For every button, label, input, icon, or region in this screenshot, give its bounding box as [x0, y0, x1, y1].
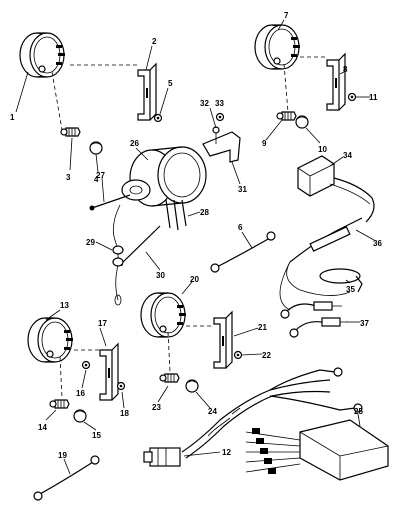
callout-29: 29 — [86, 238, 95, 247]
callout-34: 34 — [343, 151, 352, 160]
callout-33: 33 — [215, 99, 224, 108]
callout-17: 17 — [98, 319, 107, 328]
callout-24: 24 — [208, 407, 217, 416]
callout-8: 8 — [343, 65, 348, 74]
mount-bracket-31 — [202, 126, 241, 163]
lamp-boot-10 — [295, 115, 309, 129]
callout-3: 3 — [66, 173, 71, 182]
callout-30: 30 — [156, 271, 165, 280]
callout-1: 1 — [10, 113, 15, 122]
callout-10: 10 — [318, 145, 327, 154]
gauge-20 — [140, 292, 187, 338]
lamp-boot-4 — [89, 141, 103, 155]
leader-dash — [167, 325, 214, 373]
gauge-1 — [19, 32, 66, 78]
lamp-socket-14 — [49, 399, 70, 409]
callout-6: 6 — [238, 223, 243, 232]
nut-11 — [347, 92, 357, 102]
callout-25: 25 — [354, 407, 363, 416]
callout-14: 14 — [38, 423, 47, 432]
leader-lines — [15, 19, 375, 475]
callout-36: 36 — [373, 239, 382, 248]
callout-5: 5 — [168, 79, 173, 88]
callout-9: 9 — [262, 139, 267, 148]
callout-15: 15 — [92, 431, 101, 440]
callout-18: 18 — [120, 409, 129, 418]
nut-18 — [116, 381, 126, 391]
callout-37: 37 — [360, 319, 369, 328]
callout-19: 19 — [58, 451, 67, 460]
nut-33 — [215, 112, 225, 122]
screw-27 — [89, 194, 131, 211]
callout-12: 12 — [222, 448, 231, 457]
callout-35: 35 — [346, 285, 355, 294]
connector-37 — [280, 301, 348, 338]
leader-dash — [283, 56, 327, 113]
callout-21: 21 — [258, 323, 267, 332]
callout-32: 32 — [200, 99, 209, 108]
lanyard-29 — [112, 204, 124, 306]
callout-26: 26 — [130, 139, 139, 148]
lamp-boot-24 — [185, 379, 199, 393]
callout-28: 28 — [200, 208, 209, 217]
washer-16 — [81, 360, 91, 370]
callout-20: 20 — [190, 275, 199, 284]
gauge-bracket-21 — [213, 311, 233, 369]
lamp-socket-3 — [60, 127, 81, 137]
callout-23: 23 — [152, 403, 161, 412]
clamp-35 — [319, 268, 363, 293]
gauge-7 — [254, 24, 301, 70]
gauge-bracket-2 — [137, 63, 157, 121]
leader-dash — [51, 64, 138, 131]
callout-labels: 1 2 3 4 5 6 7 8 9 10 11 12 13 14 15 16 1… — [10, 11, 382, 460]
mounting-cup — [121, 146, 207, 231]
lead-6 — [210, 231, 276, 273]
nut-22 — [233, 350, 243, 360]
callout-7: 7 — [284, 11, 289, 20]
lamp-boot-15 — [73, 409, 87, 423]
module-25 — [245, 419, 389, 481]
leader-dash — [59, 349, 100, 399]
lead-19 — [33, 455, 100, 501]
callout-2: 2 — [152, 37, 157, 46]
callout-27: 27 — [96, 171, 105, 180]
plate-34 — [297, 155, 335, 197]
gauge-bracket-17 — [99, 343, 119, 401]
lamp-socket-9 — [276, 111, 297, 121]
callout-11: 11 — [369, 93, 378, 102]
callout-31: 31 — [238, 185, 247, 194]
harness-36 — [279, 177, 375, 311]
tie-30 — [119, 225, 161, 266]
callout-13: 13 — [60, 301, 69, 310]
callout-22: 22 — [262, 351, 271, 360]
lamp-socket-23 — [159, 373, 180, 383]
callout-16: 16 — [76, 389, 85, 398]
gauge-bracket-8 — [326, 53, 346, 111]
nut-5 — [153, 113, 163, 123]
harness-12 — [143, 367, 363, 467]
gauge-13 — [27, 317, 74, 363]
callout-4: 4 — [94, 175, 99, 184]
